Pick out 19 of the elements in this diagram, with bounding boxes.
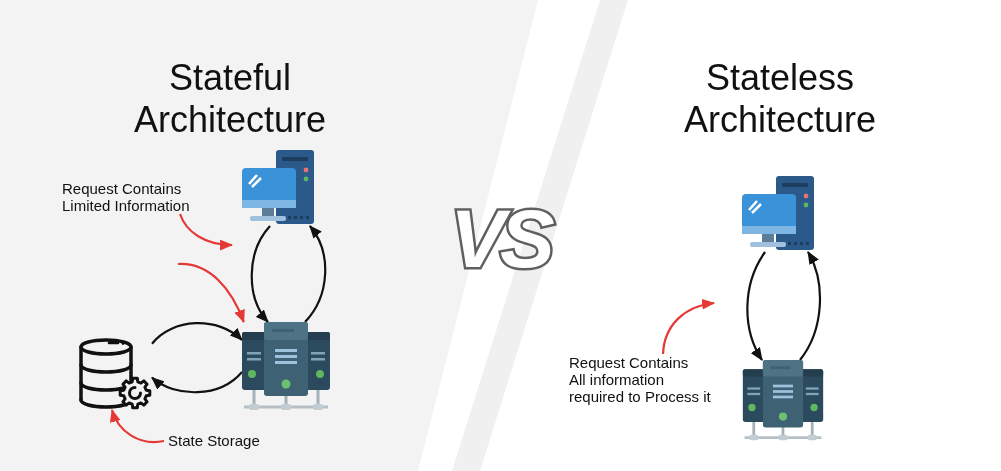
desktop-computer-icon [240, 150, 316, 226]
annotation-text: Request Contains All information required to Process it [569, 354, 719, 405]
curved-arrow [799, 251, 822, 361]
annotation-text: State Storage [164, 432, 264, 450]
curved-arrow [178, 262, 245, 323]
annotation-text: Request Contains Limited Information [62, 180, 212, 214]
section-title: Stateful Architecture [132, 57, 328, 141]
versus-text: VS [440, 196, 560, 282]
curved-arrow [179, 213, 234, 250]
curved-arrow [151, 371, 243, 394]
curved-arrow [746, 251, 766, 361]
curved-arrow [250, 225, 271, 323]
curved-arrow [304, 225, 327, 323]
section-title: Stateless Architecture [682, 57, 878, 141]
curved-arrow [110, 408, 165, 444]
curved-arrow [151, 322, 243, 345]
curved-arrow [661, 299, 716, 355]
desktop-computer-icon [740, 176, 816, 252]
database-gear-icon [78, 338, 152, 410]
